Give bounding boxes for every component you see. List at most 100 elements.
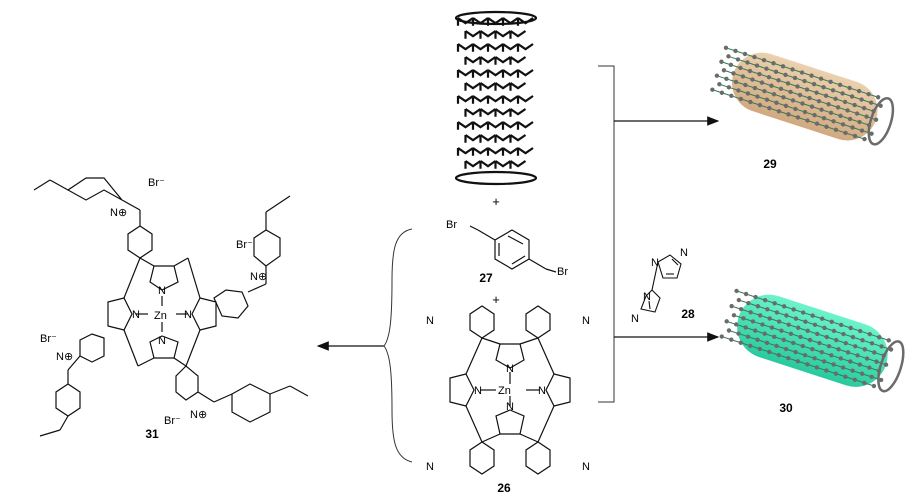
nanotube-atom	[831, 362, 836, 367]
nanotube-atom	[824, 368, 829, 373]
nanotube-atom	[774, 343, 779, 349]
nanotube-atom	[769, 83, 774, 88]
nanotube-atom	[845, 108, 850, 113]
nanotube-atom	[843, 341, 848, 346]
nanotube-atom	[858, 328, 863, 334]
nanotube-atom	[861, 105, 867, 111]
atom-n-31-right: N	[184, 309, 192, 321]
nanotube-atom	[807, 95, 812, 101]
nanotube-atom	[862, 136, 867, 142]
atom-br-anion-31d: Br⁻	[164, 415, 181, 427]
nanotube-atom	[755, 337, 760, 342]
nanotube-atom	[809, 104, 815, 109]
nanotube-atom	[764, 66, 769, 71]
nanotube-atom	[736, 88, 741, 93]
nanotube-atom	[816, 98, 822, 104]
nanotube-atom	[783, 346, 789, 352]
nanotube-atom	[771, 92, 777, 97]
nanotube-atom	[761, 57, 767, 63]
label-30: 30	[779, 401, 793, 415]
nanotube-atom	[848, 325, 853, 331]
nanotube-atom	[847, 85, 852, 91]
nanotube-atom	[879, 344, 884, 349]
nanotube-atom	[714, 73, 720, 78]
nanotube-atom	[838, 356, 844, 361]
label-27: 27	[479, 271, 493, 285]
atom-n-26-top: N	[506, 363, 514, 375]
nanotube-atom	[821, 116, 827, 121]
nanotube-atom	[767, 349, 772, 355]
nanotube-atom	[869, 374, 874, 380]
nanotube-atom	[736, 297, 742, 303]
nanotube-atom	[795, 84, 800, 89]
nanotube-atom	[869, 131, 874, 136]
nanotube-atom	[767, 316, 772, 321]
nanotube-atom	[862, 347, 867, 352]
nanotube-atom	[823, 93, 829, 98]
nanotube-atom	[838, 322, 844, 328]
nanotube-29	[710, 45, 895, 146]
nanotube-atom	[828, 79, 833, 85]
nanotube-atom	[833, 96, 838, 102]
nanotube-atom	[779, 328, 784, 333]
nanotube-atom	[800, 343, 805, 349]
atom-zn-31: Zn	[154, 310, 167, 322]
nanotube-atom	[856, 88, 862, 94]
nanotube-atom	[845, 350, 851, 355]
nanotube-atom	[717, 82, 722, 87]
compound-31-structure	[33, 177, 309, 437]
nanotube-atom	[786, 355, 791, 361]
nanotube-atom	[819, 316, 825, 321]
nanotube-atom	[764, 340, 770, 346]
nanotube-atom	[748, 310, 753, 315]
label-31: 31	[145, 427, 159, 441]
atom-n-26-right: N	[538, 385, 546, 397]
nanotube-atom	[757, 346, 762, 352]
plus-sign-2: +	[492, 292, 500, 307]
nanotube-atom	[840, 365, 846, 370]
nanotube-atom	[802, 109, 808, 115]
nanotube-atom	[819, 107, 824, 112]
nanotube-atom	[805, 362, 810, 367]
nanotube-atom	[738, 96, 744, 102]
nanotube-atom	[852, 133, 858, 139]
nanotube-atom	[837, 82, 843, 88]
nanotube-atom	[741, 316, 746, 321]
nanotube-atom	[726, 328, 732, 333]
atom-n-26-py2: N	[582, 315, 590, 327]
nanotube-atom	[742, 51, 748, 57]
atom-br-anion-31c: Br⁻	[40, 333, 57, 345]
nanotube-atom	[883, 362, 889, 367]
nanotube-atom	[747, 68, 753, 74]
nanotube-atom	[783, 103, 789, 109]
nanotube-atom	[769, 325, 775, 330]
atom-n-cation-31a: N⊕	[110, 207, 127, 219]
nanotube-atom	[798, 334, 803, 340]
nanotube-atom	[726, 85, 732, 90]
nanotube-atom	[868, 100, 874, 105]
nanotube-atom	[748, 99, 753, 105]
nanotube-atom	[824, 124, 829, 129]
nanotube-atom	[752, 54, 757, 60]
atom-n-26-bottom: N	[506, 401, 514, 413]
nanotube-atom	[829, 353, 834, 358]
nanotube-atom	[831, 328, 837, 334]
nanotube-atom	[723, 45, 729, 51]
nanotube-atom	[811, 81, 817, 87]
nanotube-atom	[836, 347, 841, 352]
nanotube-atom	[740, 74, 746, 79]
nanotube-30	[719, 288, 905, 393]
nanotube-atom	[729, 303, 734, 309]
nanotube-atom	[755, 94, 760, 99]
nanotube-atom	[729, 93, 734, 99]
nanotube-rim-bottom	[454, 170, 538, 186]
nanotube-atom	[815, 331, 820, 337]
nanotube-atom	[781, 304, 787, 309]
nanotube-atom	[854, 111, 860, 116]
nanotube-atom	[838, 113, 843, 119]
atom-n-28b: N	[680, 247, 688, 259]
nanotube-atom	[767, 105, 772, 111]
nanotube-atom	[733, 48, 738, 54]
nanotube-atom	[778, 86, 784, 92]
nanotube-atom	[817, 340, 822, 346]
